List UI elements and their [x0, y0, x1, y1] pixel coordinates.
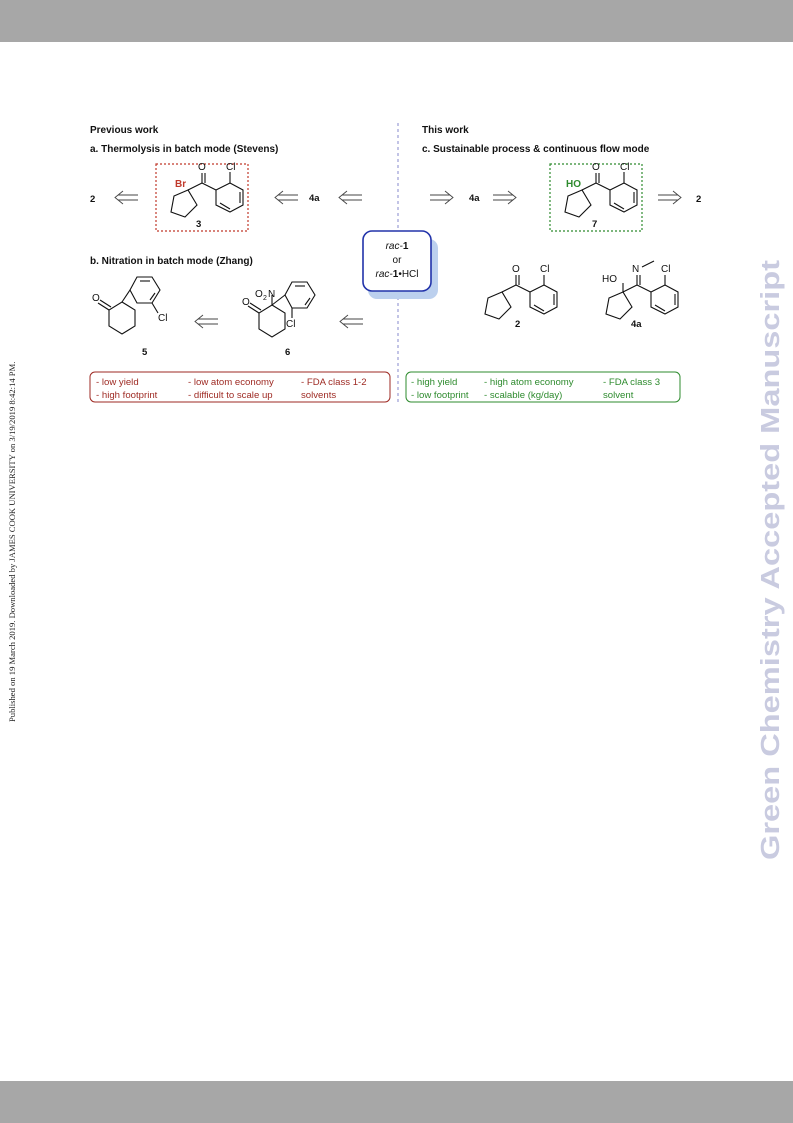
forward-arrow-2	[493, 190, 517, 205]
atom-ho-7: HO	[566, 179, 581, 190]
atom-nitro-n: N	[268, 289, 275, 300]
section-c-title: c. Sustainable process & continuous flow…	[422, 144, 650, 155]
footer-band	[0, 1081, 793, 1123]
pros-col3-line2: solvent	[603, 390, 634, 401]
atom-o-5: O	[92, 293, 100, 304]
bromide-highlight-box	[155, 163, 249, 232]
sidenote-text: Published on 19 March 2019. Downloaded b…	[7, 362, 17, 722]
cons-box	[89, 371, 391, 403]
atom-cl-6: Cl	[286, 319, 295, 330]
pros-col2-line2: - scalable (kg/day)	[484, 390, 562, 401]
label-4a-right: 4a	[631, 319, 642, 330]
center-line1: rac-1	[386, 241, 409, 252]
atom-ho-4a: HO	[602, 274, 617, 285]
forward-arrow-1	[430, 190, 454, 205]
cons-col2-line2: - difficult to scale up	[188, 390, 273, 401]
hydroxyketone-highlight-box	[549, 163, 643, 232]
pros-col2-line1: - high atom economy	[484, 377, 574, 388]
cons-col3-line2: solvents	[301, 390, 336, 401]
center-line2: or	[393, 255, 403, 266]
pros-col1-line1: - high yield	[411, 377, 457, 388]
publication-sidenote: Published on 19 March 2019. Downloaded b…	[3, 272, 19, 722]
forward-arrow-3	[658, 190, 682, 205]
retro-arrow-4	[194, 314, 218, 329]
label-5: 5	[142, 347, 148, 358]
atom-cl-4a: Cl	[661, 264, 670, 275]
nitro-ketone-6-structure	[247, 281, 316, 338]
ketone-2-structure	[484, 275, 558, 320]
label-4a-left: 4a	[309, 193, 320, 204]
cons-col2-line1: - low atom economy	[188, 377, 274, 388]
atom-cl-3: Cl	[226, 162, 235, 173]
accepted-manuscript-watermark: Green Chemistry Accepted Manuscript	[745, 255, 791, 865]
atom-o-7: O	[592, 162, 600, 173]
center-box	[362, 230, 432, 292]
section-a-title: a. Thermolysis in batch mode (Stevens)	[90, 144, 278, 155]
retro-arrow-5	[339, 314, 363, 329]
label-4a-top-right: 4a	[469, 193, 480, 204]
cons-col3-line1: - FDA class 1-2	[301, 377, 367, 388]
section-b-title: b. Nitration in batch mode (Zhang)	[90, 256, 253, 267]
pros-col1-line2: - low footprint	[411, 390, 469, 401]
header-band	[0, 0, 793, 42]
label-3: 3	[196, 219, 201, 230]
label-2-right-end: 2	[696, 194, 701, 205]
label-7: 7	[592, 219, 597, 230]
watermark-text: Green Chemistry Accepted Manuscript	[757, 259, 785, 860]
previous-work-heading: Previous work	[90, 125, 159, 136]
atom-cl-5: Cl	[158, 313, 167, 324]
pros-box	[405, 371, 681, 403]
label-6: 6	[285, 347, 290, 358]
atom-nitro-o: O	[255, 289, 263, 300]
atom-cl-2: Cl	[540, 264, 549, 275]
label-2-right: 2	[515, 319, 520, 330]
reaction-scheme: Previous work a. Thermolysis in batch mo…	[80, 115, 720, 415]
hydroxy-ketone-7-structure	[564, 172, 638, 218]
ketone-5-structure	[97, 276, 161, 335]
retro-arrow-3	[338, 190, 362, 205]
pros-col3-line1: - FDA class 3	[603, 377, 660, 388]
atom-o-6: O	[242, 297, 250, 308]
retro-arrow-2	[274, 190, 298, 205]
center-line3: rac-1•HCl	[376, 269, 419, 280]
atom-o-2: O	[512, 264, 520, 275]
atom-o-3: O	[198, 162, 206, 173]
this-work-heading: This work	[422, 125, 469, 136]
imine-4a-structure	[605, 260, 679, 320]
atom-nitro-sub: 2	[263, 295, 267, 302]
cons-col1-line2: - high footprint	[96, 390, 158, 401]
cons-col1-line1: - low yield	[96, 377, 139, 388]
atom-n-4a: N	[632, 264, 639, 275]
retro-arrow-1	[114, 190, 138, 205]
label-2-left: 2	[90, 194, 95, 205]
atom-cl-7: Cl	[620, 162, 629, 173]
atom-br: Br	[175, 179, 186, 190]
bromo-ketone-3-structure	[170, 172, 244, 218]
